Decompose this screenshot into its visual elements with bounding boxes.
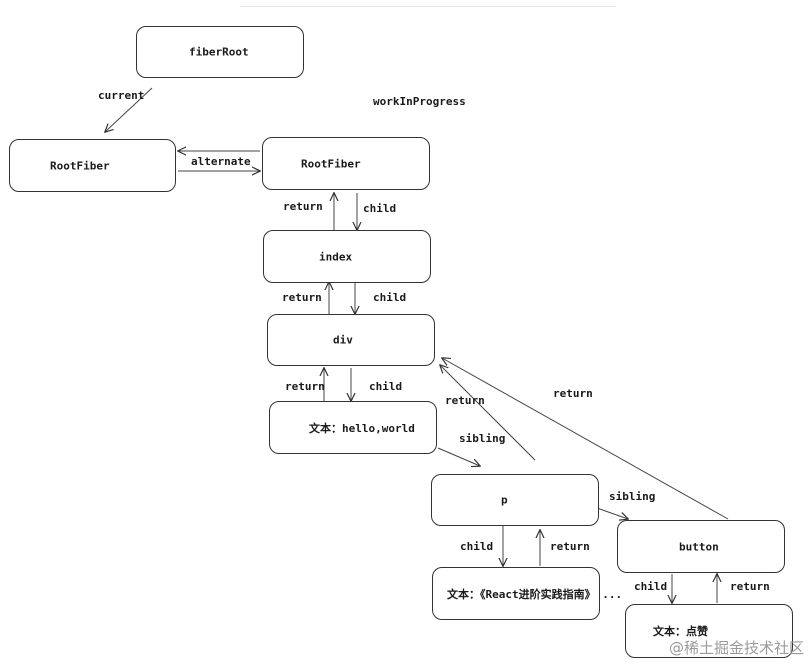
- return-label-button: return: [730, 580, 770, 593]
- text-react-node: 文本：《React进阶实践指南》 ...: [432, 567, 622, 620]
- text-hello-node: 文本：hello,world: [269, 401, 437, 454]
- current-rootfiber-node: RootFiber: [9, 139, 176, 192]
- child-label-rootfiber: child: [363, 202, 397, 215]
- child-label-p: child: [460, 540, 494, 553]
- fiberroot-node: fiberRoot: [136, 26, 304, 78]
- current-rootfiber-label: RootFiber: [50, 159, 110, 172]
- button-label: button: [679, 540, 719, 553]
- return-label-div: return: [285, 380, 325, 393]
- wip-rootfiber-label: RootFiber: [301, 157, 361, 170]
- current-arrow: [105, 87, 153, 132]
- text-like-label: 文本：点赞: [653, 625, 708, 638]
- return-label-rootfiber: return: [283, 200, 323, 213]
- p-node: p: [431, 474, 599, 526]
- index-label: index: [319, 250, 353, 263]
- fiberroot-label: fiberRoot: [189, 45, 249, 59]
- p-label: p: [501, 493, 508, 507]
- return-label-index: return: [282, 291, 322, 304]
- watermark: @稀土掘金技术社区: [668, 639, 804, 657]
- return-button-to-div: [442, 358, 729, 520]
- sibling-label-p-to-button: sibling: [609, 490, 656, 503]
- current-label: current: [98, 89, 145, 102]
- div-node: div: [267, 314, 435, 366]
- button-node: button: [617, 520, 785, 573]
- alternate-label: alternate: [191, 155, 251, 168]
- return-p-to-div: [440, 365, 536, 461]
- return-label-p: return: [550, 540, 590, 553]
- child-label-button: child: [634, 580, 668, 593]
- workinprogress-label: workInProgress: [373, 95, 466, 108]
- wip-rootfiber-node: RootFiber: [262, 137, 430, 190]
- text-react-label: 文本：《React进阶实践指南》 ...: [447, 587, 623, 601]
- child-label-index: child: [373, 291, 407, 304]
- div-label: div: [333, 333, 353, 347]
- sibling-text-to-p: [437, 447, 480, 466]
- top-divider: [240, 6, 616, 7]
- text-hello-label: 文本：hello,world: [309, 421, 415, 435]
- return-label-button-to-div: return: [553, 387, 593, 400]
- child-label-div: child: [369, 380, 403, 393]
- sibling-label-text-to-p: sibling: [459, 432, 506, 445]
- text-like-node: 文本：点赞: [625, 604, 793, 658]
- index-node: index: [263, 230, 431, 283]
- sibling-p-to-button: [596, 507, 628, 519]
- return-label-p-to-div: return: [445, 394, 485, 407]
